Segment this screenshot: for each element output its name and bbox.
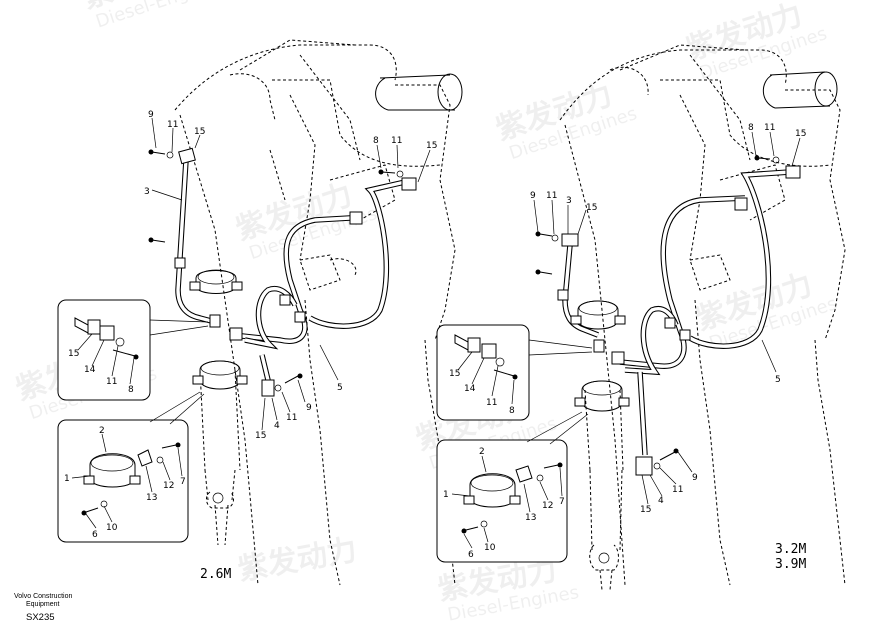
boom-size-label: 2.6M xyxy=(200,567,231,582)
callout-6: 6 xyxy=(92,530,98,540)
left-inset-coupling xyxy=(57,299,209,401)
left-boom-pin xyxy=(375,73,463,111)
callout-9: 9 xyxy=(530,191,536,201)
callout-15: 15 xyxy=(255,431,266,441)
callout-8: 8 xyxy=(509,406,515,416)
callout-4: 4 xyxy=(274,421,280,431)
brand-line-2: Equipment xyxy=(26,601,60,608)
callout-11: 11 xyxy=(391,136,402,146)
callout-1: 1 xyxy=(443,490,449,500)
callout-10: 10 xyxy=(106,523,118,533)
callout-8: 8 xyxy=(128,385,134,395)
boom-size-label-3-2: 3.2M xyxy=(775,542,806,557)
right-pipe-5 xyxy=(619,169,791,456)
left-inset-clamp xyxy=(57,391,205,543)
left-fittings xyxy=(148,147,417,397)
callout-15: 15 xyxy=(586,203,597,213)
left-leaders xyxy=(71,117,431,529)
left-callouts: 9 11 15 3 8 11 15 5 9 11 4 15 15 14 11 8… xyxy=(64,110,437,540)
right-leaders xyxy=(451,131,801,549)
right-fittings xyxy=(535,155,801,476)
callout-15: 15 xyxy=(449,369,460,379)
callout-15: 15 xyxy=(795,129,806,139)
callout-6: 6 xyxy=(468,550,474,560)
callout-3: 3 xyxy=(144,187,150,197)
callout-8: 8 xyxy=(373,136,379,146)
callout-11: 11 xyxy=(672,485,683,495)
callout-9: 9 xyxy=(306,403,312,413)
callout-11: 11 xyxy=(286,413,297,423)
callout-9: 9 xyxy=(148,110,154,120)
right-view: 9 11 3 15 8 11 15 5 9 11 4 15 15 14 11 8… xyxy=(436,44,846,591)
footer-brand: Volvo Construction Equipment SX235 xyxy=(14,593,72,623)
right-boom-pin xyxy=(762,71,838,109)
left-pipe-5 xyxy=(241,179,406,381)
right-inset-clamp xyxy=(436,411,589,563)
callout-11: 11 xyxy=(546,191,557,201)
callout-9: 9 xyxy=(692,473,698,483)
callout-4: 4 xyxy=(658,496,664,506)
callout-3: 3 xyxy=(566,196,572,206)
callout-5: 5 xyxy=(775,375,781,385)
right-inset-coupling xyxy=(436,324,593,421)
drawing-code: SX235 xyxy=(26,612,55,623)
callout-5: 5 xyxy=(337,383,343,393)
callout-12: 12 xyxy=(542,501,553,511)
callout-7: 7 xyxy=(559,497,565,507)
callout-13: 13 xyxy=(146,493,157,503)
brand-line-1: Volvo Construction xyxy=(14,593,72,600)
right-callouts: 9 11 3 15 8 11 15 5 9 11 4 15 15 14 11 8… xyxy=(443,123,806,560)
callout-2: 2 xyxy=(99,426,105,436)
callout-15: 15 xyxy=(640,505,651,515)
boom-size-label-3-9: 3.9M xyxy=(775,557,806,572)
callout-14: 14 xyxy=(464,384,476,394)
callout-11: 11 xyxy=(106,377,117,387)
callout-15: 15 xyxy=(68,349,79,359)
callout-15: 15 xyxy=(194,127,205,137)
left-view: 9 11 15 3 8 11 15 5 9 11 4 15 15 14 11 8… xyxy=(57,39,463,586)
callout-11: 11 xyxy=(764,123,775,133)
callout-14: 14 xyxy=(84,365,96,375)
callout-10: 10 xyxy=(484,543,496,553)
callout-12: 12 xyxy=(163,481,174,491)
callout-15: 15 xyxy=(426,141,437,151)
callout-11: 11 xyxy=(486,398,497,408)
callout-1: 1 xyxy=(64,474,70,484)
callout-2: 2 xyxy=(479,447,485,457)
left-boom-outline xyxy=(174,39,456,586)
left-pipe-3 xyxy=(175,159,216,325)
callout-11: 11 xyxy=(167,120,178,130)
callout-8: 8 xyxy=(748,123,754,133)
watermark-cn: 紫发动力 xyxy=(235,533,359,588)
callout-7: 7 xyxy=(180,477,186,487)
callout-13: 13 xyxy=(525,513,536,523)
